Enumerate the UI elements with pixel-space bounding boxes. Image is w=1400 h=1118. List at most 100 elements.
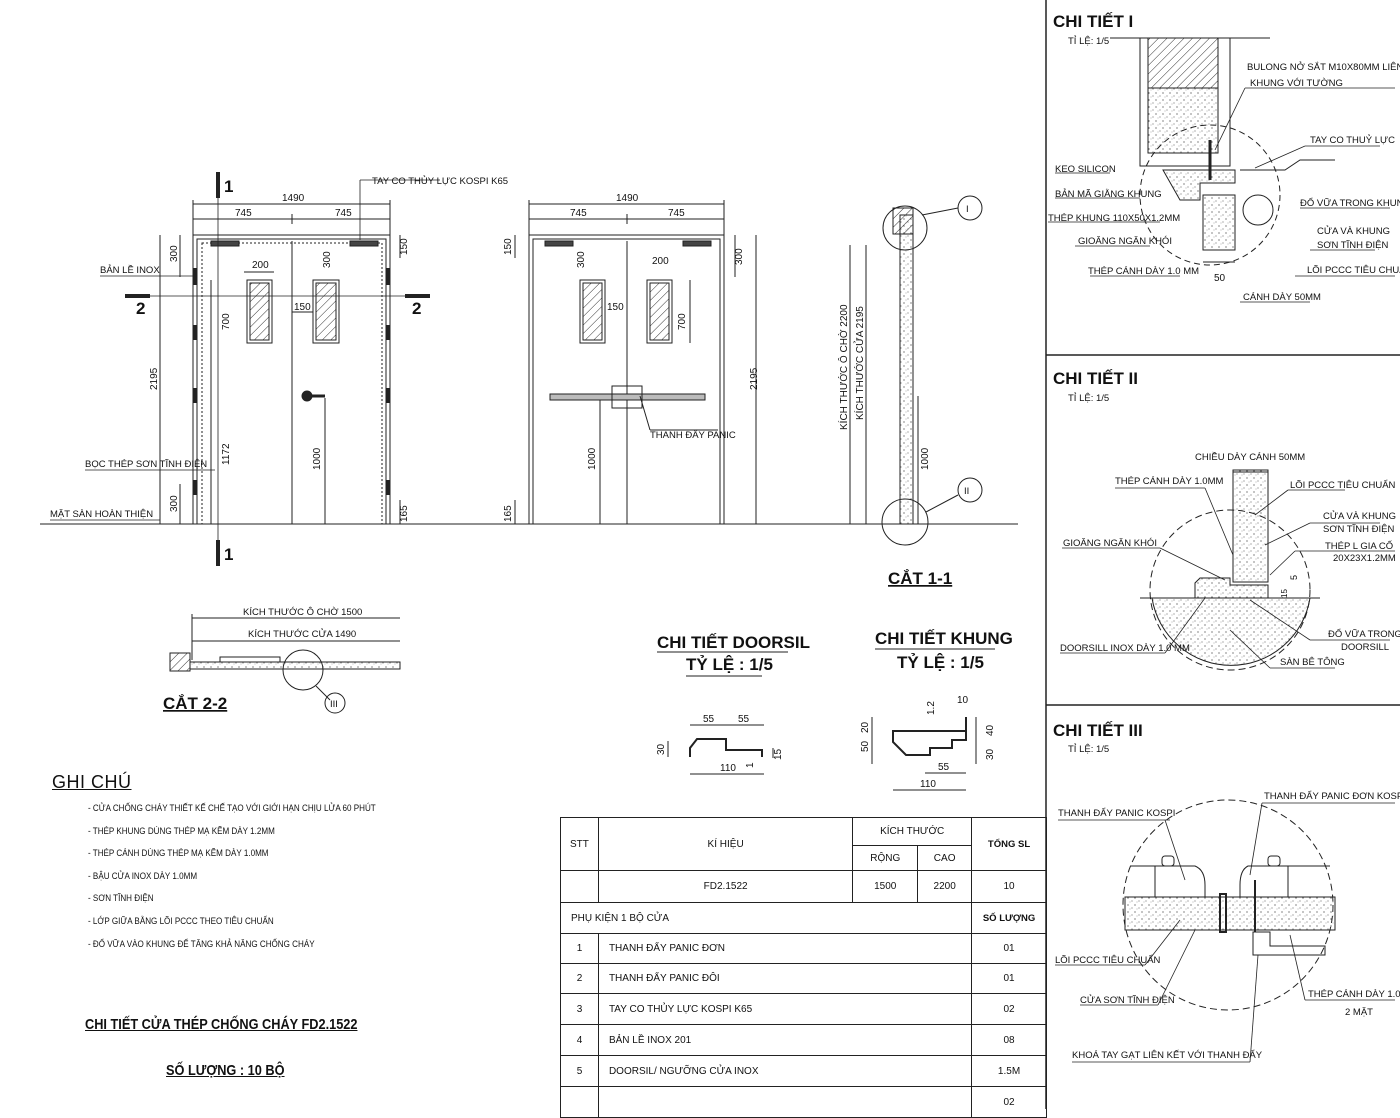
section-2-marker-left: 2 [136,299,145,318]
detail-1-gasket-label: GIOĂNG NGĂN KHÓI [1078,236,1172,247]
cell-name: TAY CO THỦY LỰC KOSPI K65 [597,993,973,1025]
detail-1-paint-label: CỬA VÀ KHUNG [1317,225,1390,237]
table-row: 2 THANH ĐẨY PANIC ĐÔI 01 [560,963,1047,994]
table-row: FD2.1522 1500 2200 10 [560,870,1047,903]
detail-2-angle: THÉP L GIA CỐ [1325,540,1393,552]
note-item: - BẬU CỬA INOX DÀY 1.0MM [88,870,198,882]
detail-2-doorsill: DOORSILL INOX DÀY 1.0 MM [1060,643,1190,654]
dim-15: 15 [773,748,784,760]
accessories-label: PHỤ KIỆN 1 BỘ CỬA [559,902,973,934]
qty-label: SỐ LƯỢNG [971,902,1047,934]
cell-symbol: FD2.1522 [597,870,854,903]
dim-total: 1490 [282,193,305,204]
frame-title: CHI TIẾT KHUNG [875,629,1013,648]
notes-title: GHI CHÚ [52,772,132,792]
note-item: - THÉP CÁNH DÙNG THÉP MẠ KẼM DÀY 1.0MM [88,848,269,860]
notes-block: GHI CHÚ - CỬA CHỐNG CHÁY THIẾT KẾ CHẾ TẠ… [52,772,392,961]
detail-1-dim-50: 50 [1214,273,1226,284]
detail-3-core: LÕI PCCC TIÊU CHUẨN [1055,954,1161,966]
cell-name [597,1086,973,1118]
section-2-marker-right: 2 [412,299,421,318]
dim-leaf-left: 745 [570,208,587,219]
cell-qty: 1.5M [971,1055,1047,1087]
frame-detail: CHI TIẾT KHUNG TỶ LỆ : 1/5 1.2 10 20 50 … [860,629,1013,791]
dim-55a: 55 [703,714,715,725]
cell-stt: 5 [560,1055,599,1087]
doorsil-detail: CHI TIẾT DOORSIL TỶ LỆ : 1/5 55 55 30 11… [656,633,810,775]
dim-opening: KÍCH THƯỚC Ô CHỜ 2200 [837,304,850,430]
detail-3-panic-single: THANH ĐẨY PANIC ĐƠN KOSPI [1264,790,1400,802]
table-row: 5 DOORSIL/ NGƯỠNG CỬA INOX 1.5M [560,1055,1047,1087]
cell-stt: 2 [560,963,599,994]
closer-label: TAY CO THỦY LỰC KOSPI K65 [372,175,508,187]
dim-window-top-300: 300 [322,251,333,268]
header-total: TỔNG SL [971,817,1047,871]
cell-stt: 3 [560,993,599,1025]
detail-1-leaf-steel-label: THÉP CÁNH DÀY 1.0 MM [1088,266,1199,277]
dim-165: 165 [503,505,514,522]
cell-qty: 02 [971,993,1047,1025]
detail-3-leaf-steel: THÉP CÁNH DÀY 1.0MM [1308,989,1400,1000]
detail-1-bolt-label-2: KHUNG VỚI TƯỜNG [1250,78,1343,89]
detail-3-two-sides: 2 MẶT [1345,1007,1373,1018]
detail-1-title: CHI TIẾT I [1053,12,1133,31]
section-1-marker-top: 1 [224,177,233,196]
cell-name: DOORSIL/ NGƯỠNG CỬA INOX [597,1055,973,1087]
note-item: - ĐỔ VỮA VÀO KHUNG ĐỂ TĂNG KHẢ NĂNG CHỐN… [88,938,315,950]
dim-height: 2195 [149,367,160,390]
dim-40: 40 [985,724,996,736]
dim-leaf-right: 745 [668,208,685,219]
drawing-title: CHI TIẾT CỬA THÉP CHỐNG CHÁY FD2.1522 [85,1016,358,1033]
back-elevation [514,200,757,525]
doorsil-scale: TỶ LỆ : 1/5 [686,655,773,674]
dim-window-height: 700 [221,313,232,330]
table-row: 02 [560,1086,1047,1118]
dim-10: 10 [957,695,969,706]
cell-name: BẢN LỀ INOX 201 [597,1024,973,1056]
detail-3: CHI TIẾT III TỈ LỆ: 1/5 THANH ĐẨY PANIC … [1053,721,1400,1063]
callout-ii: II [964,486,969,497]
section-1-1-labels: KÍCH THƯỚC Ô CHỜ 2200 KÍCH THƯỚC CỬA 219… [837,204,969,588]
dim-window-offset: 150 [607,302,624,313]
dim-110: 110 [720,763,736,774]
dim-30: 30 [985,748,996,760]
detail-2-scale: TỈ LỆ: 1/5 [1068,392,1109,404]
dim-total: 1490 [616,193,639,204]
detail-1-silicone-label: KEO SILICON [1055,164,1116,175]
dim-window-height: 700 [677,313,688,330]
detail-1-frame-label: THÉP KHUNG 110X50X1.2MM [1048,213,1180,224]
dim-1: 1 [745,762,756,768]
callout-i: I [966,204,969,215]
detail-2-paint: CỬA VÀ KHUNG [1323,510,1396,522]
detail-3-panic: THANH ĐẨY PANIC KOSPI [1058,807,1175,819]
detail-2-mortar-2: DOORSILL [1341,642,1389,653]
detail-2-title: CHI TIẾT II [1053,369,1138,388]
detail-1-mortar-label: ĐỔ VỮA TRONG KHUNG [1300,197,1400,209]
section-1-marker-bottom: 1 [224,545,233,564]
detail-2-mortar: ĐỔ VỮA TRONG [1328,628,1400,640]
front-elevation-labels: 1 1 2 2 TAY CO THỦY LỰC KOSPI K65 BẢN LỀ… [50,175,508,564]
front-elevation [50,172,440,566]
back-elevation-labels: THANH ĐẨY PANIC 1490 745 745 200 150 219… [503,193,760,522]
dim-window-width: 200 [252,260,269,271]
dim-door: KÍCH THƯỚC CỬA 2195 [853,306,866,420]
header-symbol: KÍ HIỆU [597,817,854,871]
dim-leaf-left: 745 [235,208,252,219]
cell-height: 2200 [917,870,973,903]
dim-window-offset: 150 [294,302,311,313]
detail-1-bolt-label: BULONG NỞ SẮT M10X80MM LIÊN KẾT [1247,61,1400,73]
cell-qty: 01 [971,963,1047,994]
cell-name: THANH ĐẨY PANIC ĐƠN [597,933,973,964]
section-1-1 [849,195,983,546]
dim-handle-1000: 1000 [312,447,323,470]
dim-1172: 1172 [221,443,232,465]
dim-top-300: 300 [734,248,745,265]
detail-1: CHI TIẾT I TỈ LỆ: 1/5 BULONG NỞ SẮT M10 [1048,12,1400,303]
dim-1-2: 1.2 [926,701,937,715]
detail-1-leaf-thickness-label: CÁNH DÀY 50MM [1243,292,1321,303]
cell-name: THANH ĐẨY PANIC ĐÔI [597,963,973,994]
table-row: 1 THANH ĐẨY PANIC ĐƠN 01 [560,933,1047,964]
dim-20: 20 [860,721,871,733]
dim-window-top-300: 300 [576,251,587,268]
